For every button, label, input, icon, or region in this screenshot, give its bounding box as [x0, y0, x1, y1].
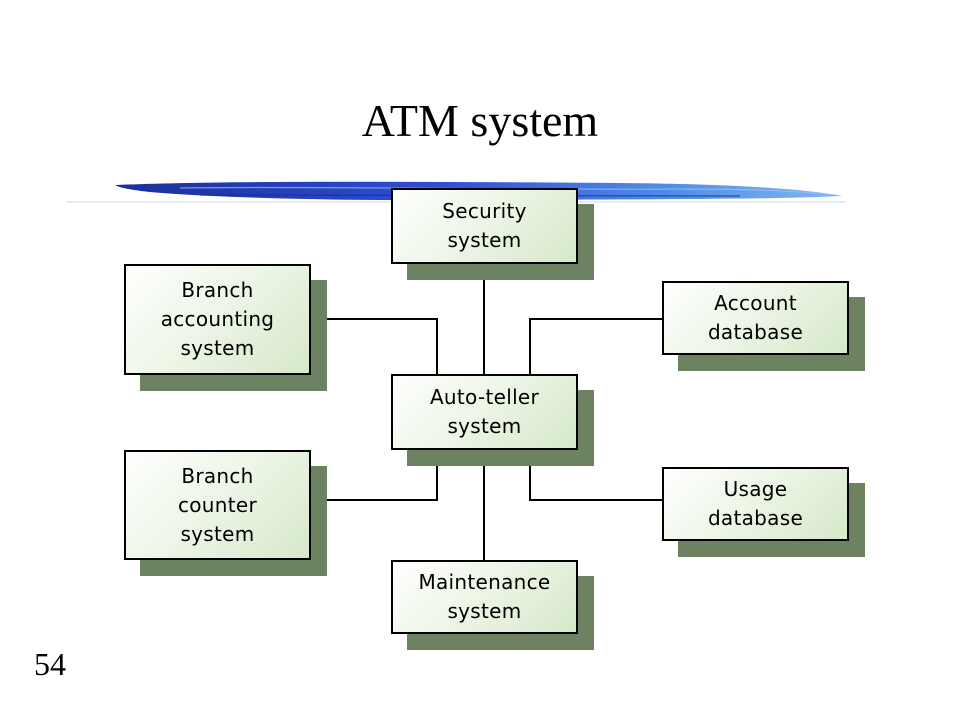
- branch-accounting-system-label: Branch accounting system: [160, 278, 275, 360]
- branch-counter-system-label: Branch counter system: [177, 463, 258, 546]
- slide-number: 54: [34, 646, 66, 682]
- security-system-node: Security system: [391, 188, 594, 280]
- node-label: Maintenance system: [391, 560, 578, 634]
- auto-teller-system-label: Auto-teller system: [429, 385, 540, 438]
- node-label: Security system: [391, 188, 578, 264]
- connector-branch-counter-autoteller: [311, 450, 438, 501]
- slide-title: ATM system: [361, 95, 599, 146]
- node-label: Auto-teller system: [391, 374, 578, 450]
- usage-database-node: Usage database: [662, 467, 865, 557]
- branch-counter-system-node: Branch counter system: [124, 450, 327, 576]
- node-label: Branch accounting system: [124, 264, 311, 375]
- account-database-label: Account database: [707, 291, 804, 344]
- connector-account-db-autoteller: [529, 318, 662, 374]
- maintenance-system-label: Maintenance system: [418, 570, 551, 623]
- node-label: Usage database: [662, 467, 849, 541]
- connector-usage-db-autoteller: [529, 450, 662, 501]
- node-label: Account database: [662, 281, 849, 355]
- account-database-node: Account database: [662, 281, 865, 371]
- auto-teller-system-node: Auto-teller system: [391, 374, 594, 466]
- connector-branch-accounting-autoteller: [311, 318, 438, 374]
- maintenance-system-node: Maintenance system: [391, 560, 594, 650]
- branch-accounting-system-node: Branch accounting system: [124, 264, 327, 391]
- usage-database-label: Usage database: [707, 477, 804, 530]
- security-system-label: Security system: [442, 199, 527, 252]
- node-label: Branch counter system: [124, 450, 311, 560]
